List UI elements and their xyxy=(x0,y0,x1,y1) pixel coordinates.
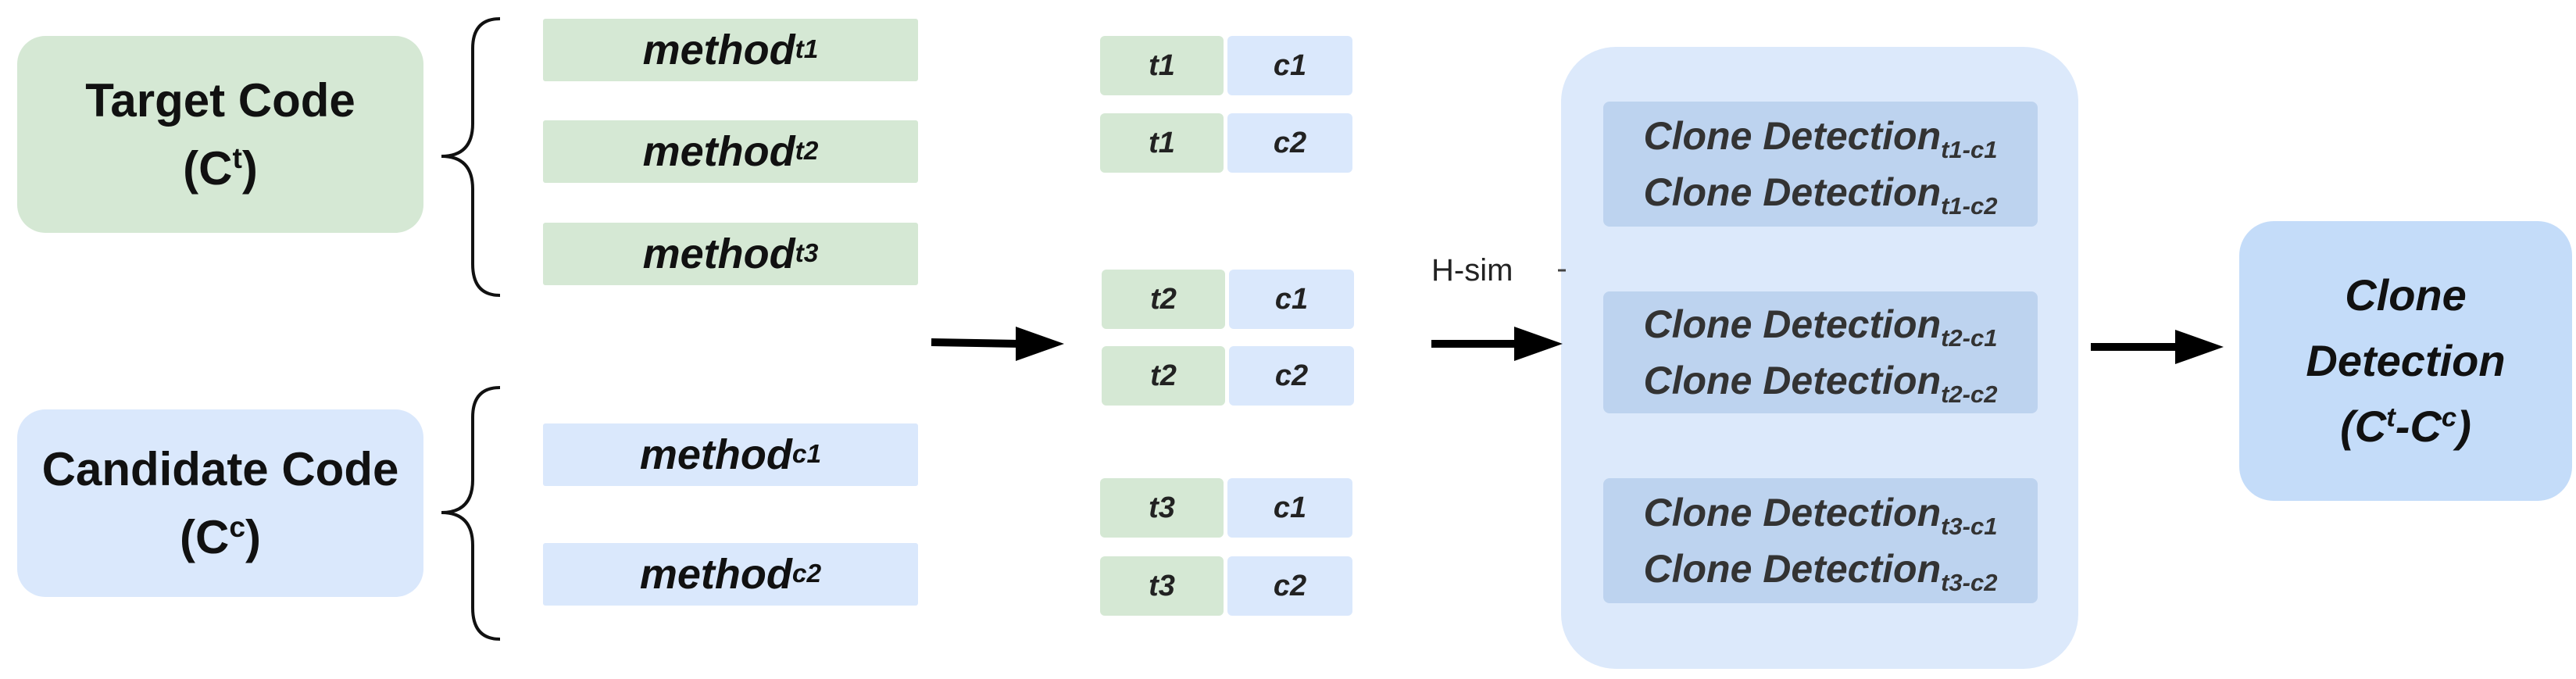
target-code-box: Target Code (Ct) xyxy=(17,36,423,233)
result-line-3: (Ct-Cc) xyxy=(2340,402,2471,451)
result-line-1: Clone xyxy=(2345,270,2467,320)
pair-2-target: t1 xyxy=(1100,113,1224,173)
pair-5-target: t3 xyxy=(1100,478,1224,538)
clone-detection-t2-c1: Clone Detectiont2-c1 xyxy=(1643,302,1998,352)
pair-2-candidate: c2 xyxy=(1227,113,1352,173)
arrow-to-pairs xyxy=(931,327,1064,361)
clone-group-t2: Clone Detectiont2-c1 Clone Detectiont2-c… xyxy=(1603,291,2038,413)
clone-detection-t3-c2: Clone Detectiont3-c2 xyxy=(1643,547,1998,597)
pair-1-target: t1 xyxy=(1100,36,1224,95)
clone-detection-t3-c1: Clone Detectiont3-c1 xyxy=(1643,490,1998,540)
pair-5-candidate: c1 xyxy=(1227,478,1352,538)
clone-group-t1: Clone Detectiont1-c1 Clone Detectiont1-c… xyxy=(1603,102,2038,227)
brace-target xyxy=(441,17,501,297)
candidate-code-box: Candidate Code (Cc) xyxy=(17,409,423,597)
pair-6-target: t3 xyxy=(1100,556,1224,616)
pair-6-candidate: c2 xyxy=(1227,556,1352,616)
pair-4-target: t2 xyxy=(1102,346,1225,406)
pair-3-target: t2 xyxy=(1102,270,1225,329)
pair-1-candidate: c1 xyxy=(1227,36,1352,95)
clone-detection-result-box: Clone Detection (Ct-Cc) xyxy=(2239,221,2572,501)
pair-3-candidate: c1 xyxy=(1229,270,1354,329)
candidate-code-title: Candidate Code xyxy=(41,443,399,495)
arrow-to-result xyxy=(2091,330,2224,364)
clone-detection-t1-c1: Clone Detectiont1-c1 xyxy=(1643,113,1998,163)
clone-group-t3: Clone Detectiont3-c1 Clone Detectiont3-c… xyxy=(1603,478,2038,603)
clone-detection-t2-c2: Clone Detectiont2-c2 xyxy=(1643,358,1998,408)
target-code-symbol: (Ct) xyxy=(183,141,258,195)
clone-detection-t1-c2: Clone Detectiont1-c2 xyxy=(1643,170,1998,220)
brace-candidate xyxy=(441,386,501,641)
hsim-label: H-sim xyxy=(1431,253,1513,288)
result-line-2: Detection xyxy=(2306,336,2506,385)
arrow-hsim xyxy=(1431,327,1563,361)
target-code-title: Target Code xyxy=(85,74,355,127)
pair-4-candidate: c2 xyxy=(1229,346,1354,406)
candidate-code-symbol: (Cc) xyxy=(180,510,261,563)
